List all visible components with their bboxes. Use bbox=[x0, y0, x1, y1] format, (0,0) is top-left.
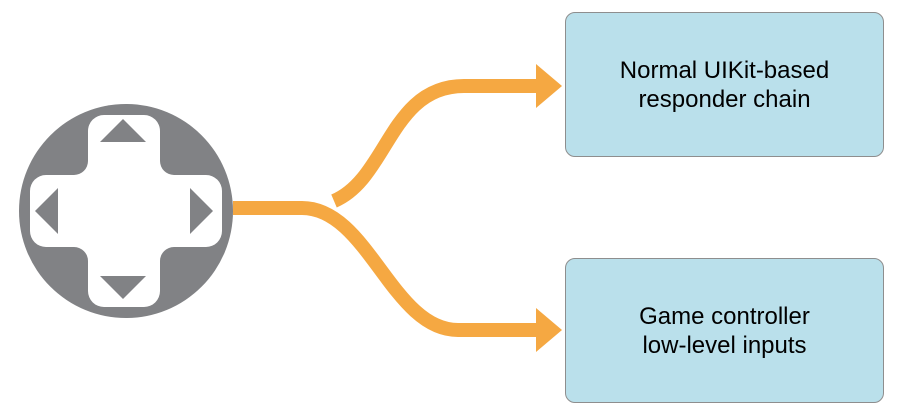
dpad-left-arrow-icon bbox=[35, 188, 58, 234]
flow-arrows bbox=[233, 64, 562, 352]
arrowhead-bottom-icon bbox=[536, 308, 562, 352]
dpad-up-arrow-icon bbox=[100, 119, 146, 142]
dpad-down-arrow-icon bbox=[100, 276, 146, 299]
arrow-upper-branch bbox=[330, 79, 537, 208]
node-low-level-inputs: Game controller low-level inputs bbox=[565, 258, 884, 403]
node-responder-chain-label: Normal UIKit-based responder chain bbox=[620, 56, 829, 114]
node-responder-chain-line2: responder chain bbox=[638, 85, 811, 113]
node-low-level-inputs-label: Game controller low-level inputs bbox=[639, 302, 810, 360]
dpad-icon bbox=[19, 104, 233, 318]
arrowhead-top-icon bbox=[536, 64, 562, 108]
arrow-stem-and-lower-branch bbox=[233, 201, 537, 337]
node-responder-chain-line1: Normal UIKit-based bbox=[619, 56, 830, 84]
dpad-right-arrow-icon bbox=[190, 188, 213, 234]
dpad-cross bbox=[30, 115, 222, 307]
node-low-level-inputs-line1: Game controller bbox=[639, 302, 810, 330]
node-responder-chain: Normal UIKit-based responder chain bbox=[565, 12, 884, 157]
node-low-level-inputs-line2: low-level inputs bbox=[642, 331, 807, 359]
